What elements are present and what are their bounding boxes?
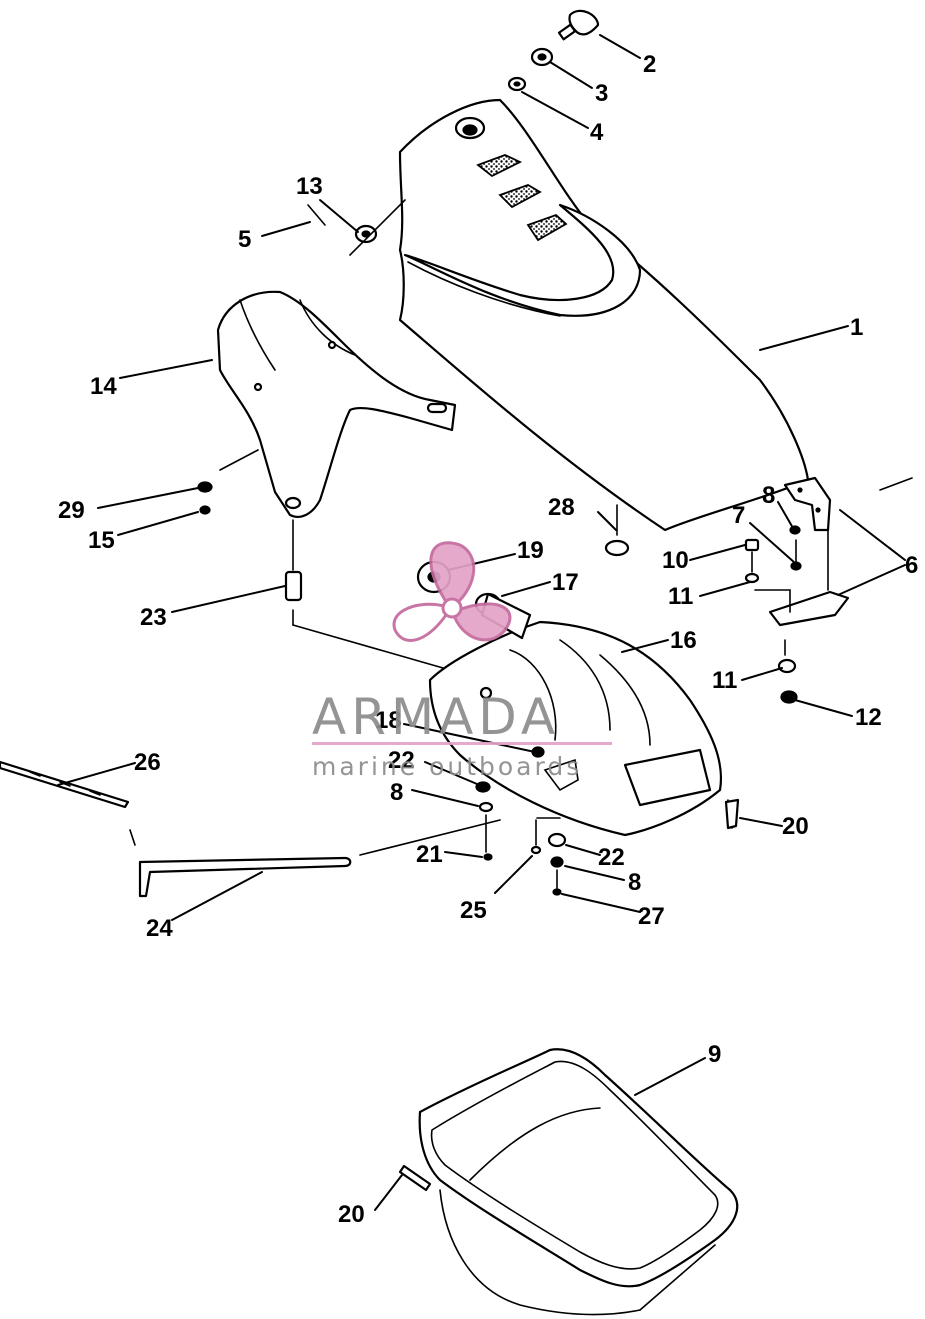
callout-20-lower: 20: [338, 1201, 365, 1228]
callout-15: 15: [88, 527, 115, 554]
callout-16: 16: [670, 627, 697, 654]
callout-18: 18: [375, 707, 402, 734]
spacer-sleeve-part: [284, 519, 451, 671]
callout-8-upper: 8: [762, 482, 775, 509]
callout-11-lower: 11: [712, 667, 737, 694]
callout-numbers: 2 3 4 1 13 5 14 29 15 23 28 8 7 10 11 6 …: [58, 51, 918, 1228]
grommet-washer-part: [197, 481, 213, 515]
watermark-brand: ARMADA: [312, 688, 560, 746]
callout-29: 29: [58, 497, 85, 524]
callout-22-left: 22: [388, 747, 415, 774]
callout-2: 2: [643, 51, 656, 78]
callout-5: 5: [238, 226, 251, 253]
callout-13: 13: [296, 173, 323, 200]
fastener-parts: [475, 746, 740, 896]
watermark-underline: [312, 742, 612, 745]
propeller-icon: [392, 541, 512, 642]
callout-7: 7: [732, 502, 745, 529]
leader-lines: [57, 34, 906, 1211]
pin-washer-part: [307, 199, 406, 256]
callout-6: 6: [905, 552, 918, 579]
callout-9: 9: [708, 1041, 721, 1068]
callout-14: 14: [90, 373, 117, 400]
bottom-tray-part: [398, 1048, 739, 1316]
callout-21: 21: [416, 841, 443, 868]
callout-10: 10: [662, 547, 689, 574]
top-cowl-part: [398, 98, 810, 532]
callout-23: 23: [140, 604, 167, 631]
control-rod-part: [138, 819, 501, 898]
callout-22-right: 22: [598, 844, 625, 871]
hinge-bracket-part: [744, 476, 913, 704]
watermark: ARMADA marine outboards: [312, 541, 612, 781]
callout-20-upper: 20: [782, 813, 809, 840]
lock-nut-part: [530, 47, 554, 67]
thumb-screw-part: [557, 9, 600, 41]
callout-26: 26: [134, 749, 161, 776]
rear-bracket-part: [216, 290, 457, 518]
callout-4: 4: [590, 119, 604, 146]
callout-8-middle: 8: [390, 779, 403, 806]
callout-19: 19: [517, 537, 544, 564]
callout-11-upper: 11: [668, 583, 693, 610]
callout-12: 12: [855, 704, 882, 731]
callout-1: 1: [850, 314, 863, 341]
callout-17: 17: [552, 569, 579, 596]
callout-3: 3: [595, 80, 608, 107]
callout-25: 25: [460, 897, 487, 924]
watermark-tagline: marine outboards: [312, 752, 582, 781]
shift-rod-part: [0, 760, 136, 846]
callout-27: 27: [638, 903, 665, 930]
washer-part: [507, 76, 527, 92]
callout-8-lower: 8: [628, 869, 641, 896]
callout-24: 24: [146, 915, 173, 942]
callout-28: 28: [548, 494, 575, 521]
